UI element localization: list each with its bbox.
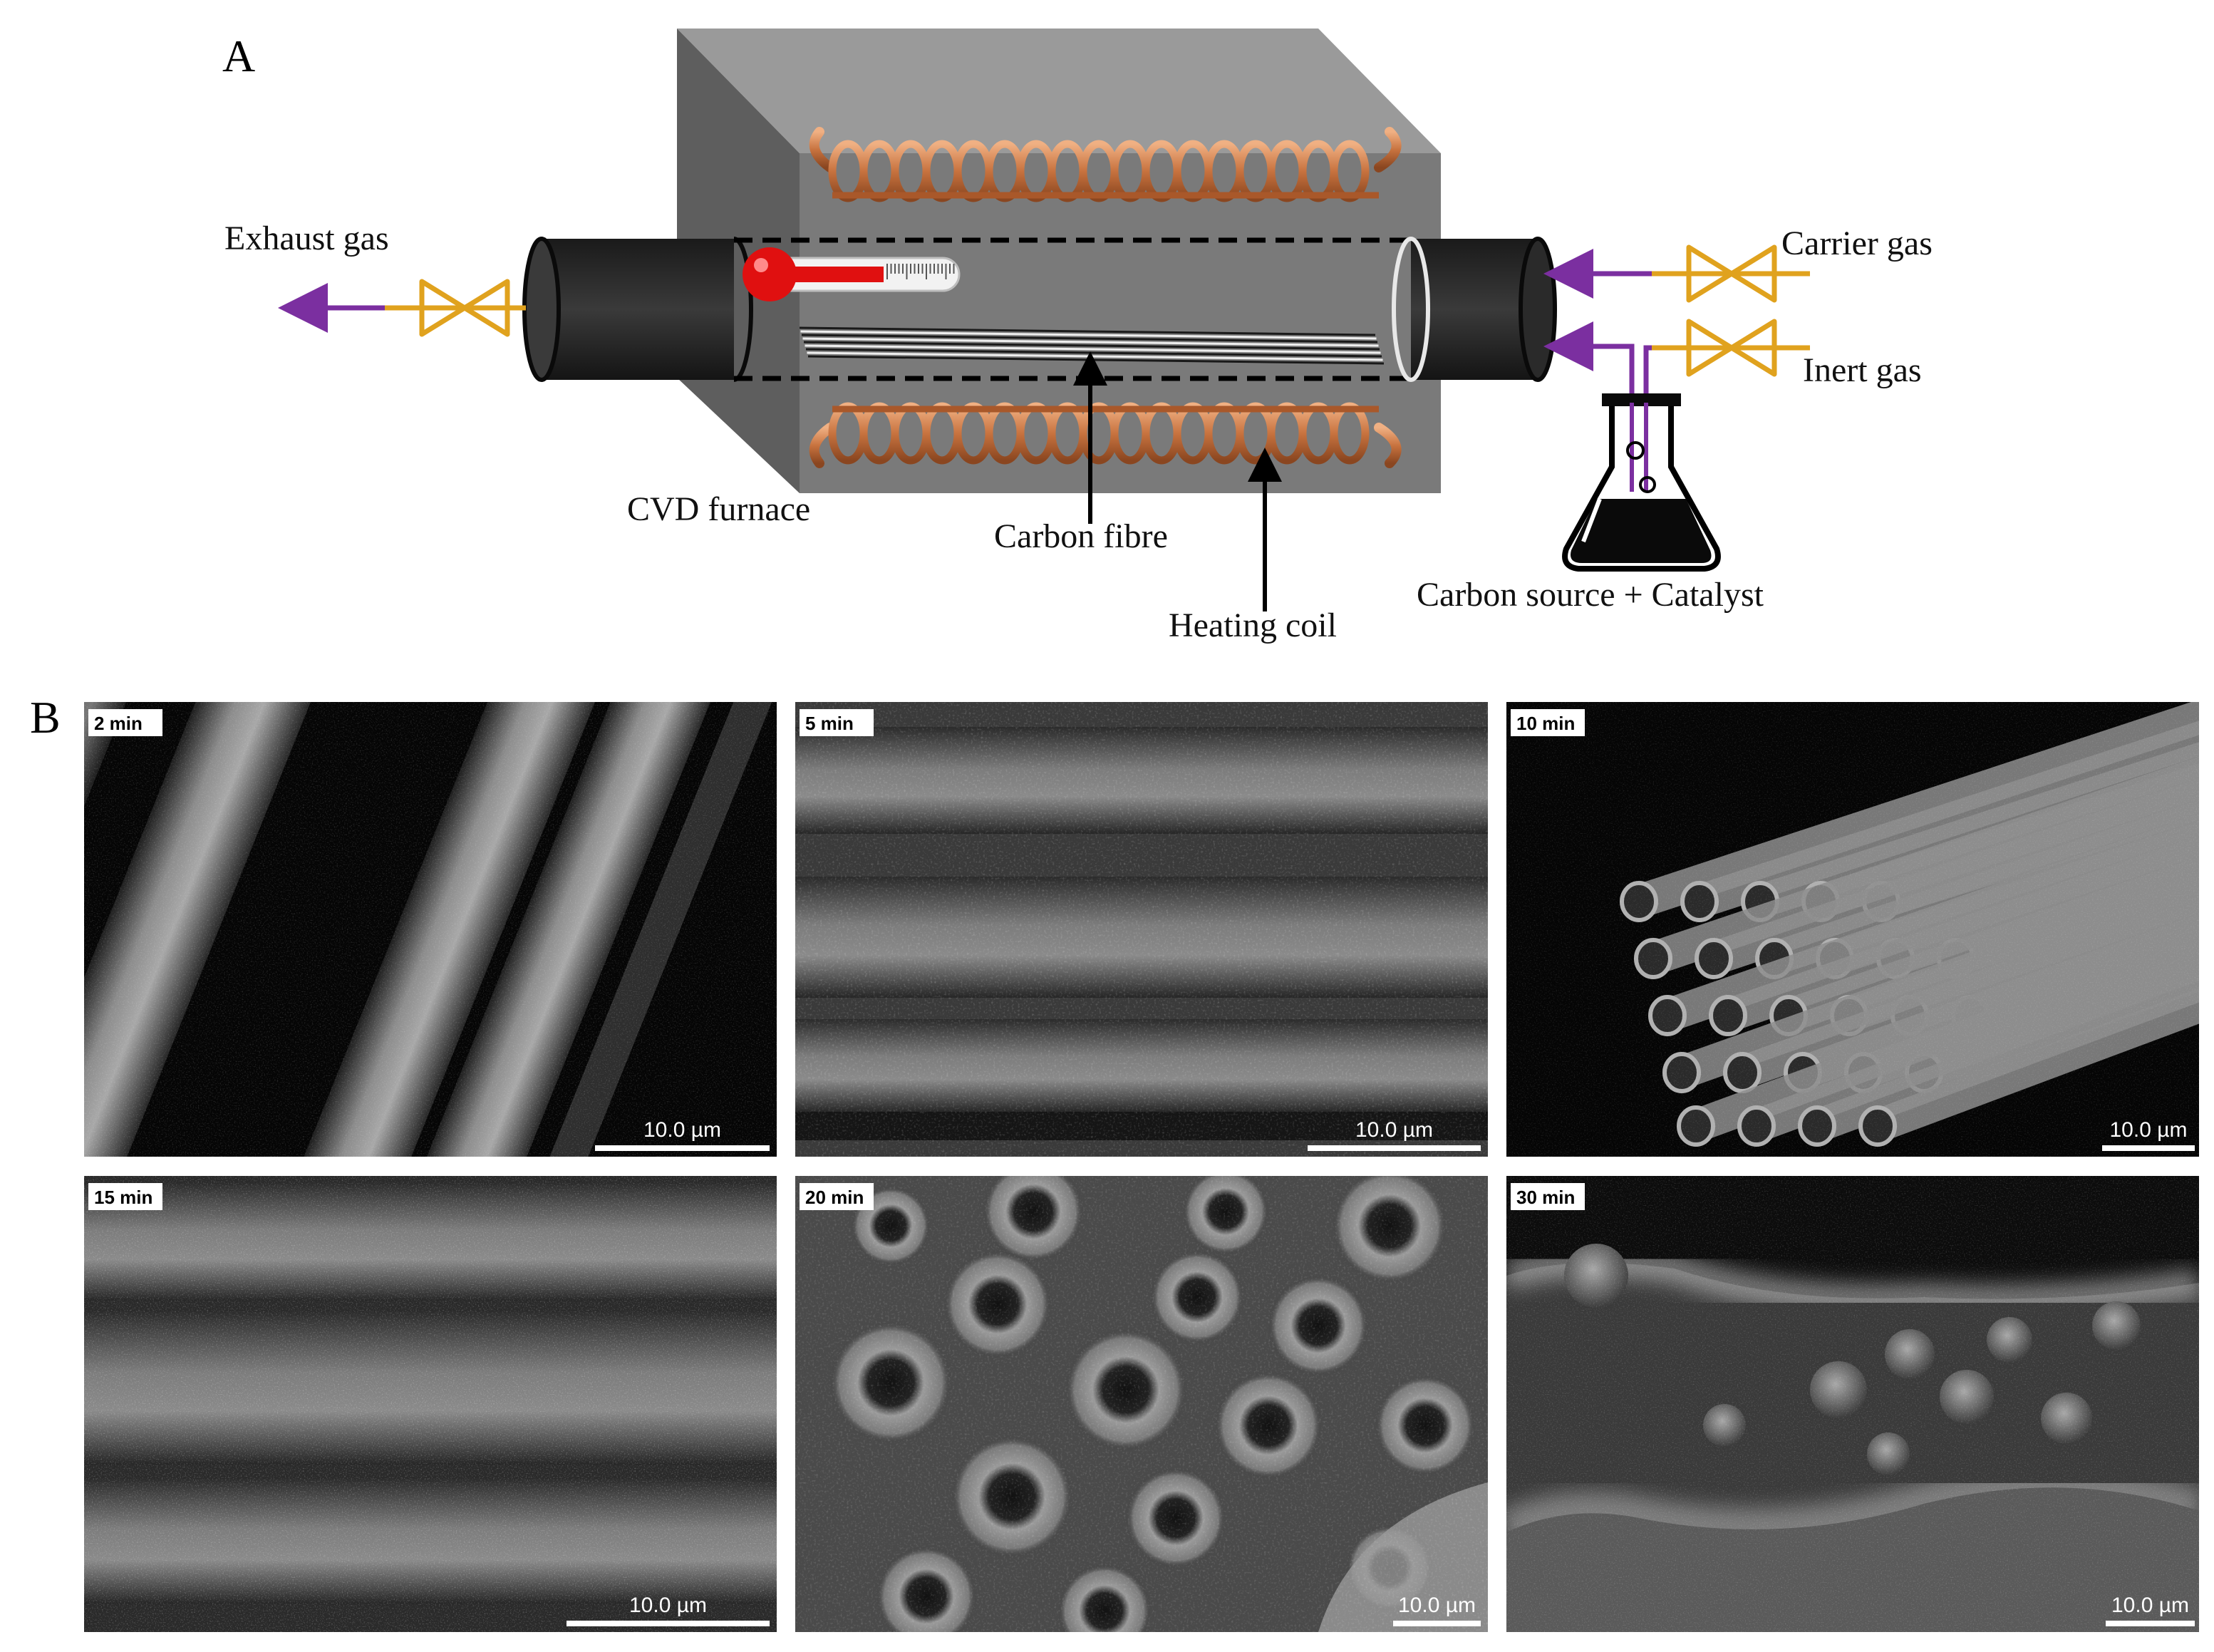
micrograph-30-min xyxy=(1506,1176,2199,1632)
micrograph-20-min xyxy=(795,1176,1488,1632)
flask-bubble-1 xyxy=(1626,441,1645,460)
scale-bar-label: 10.0 µm xyxy=(2111,1594,2189,1617)
inert-gas-label: Inert gas xyxy=(1803,351,1922,389)
surface-texture xyxy=(795,1176,1488,1632)
micrograph-time-tag: 30 min xyxy=(1511,1183,1585,1210)
exhaust-valve-icon xyxy=(419,279,510,337)
surface-texture xyxy=(795,702,1488,1157)
panel-b-label: B xyxy=(30,692,61,743)
time-tag-background xyxy=(88,709,162,736)
flask-bubble-2 xyxy=(1639,476,1656,493)
conical-flask-icon xyxy=(1562,393,1721,572)
time-tag-label: 2 min xyxy=(94,713,143,734)
scale-bar: 10.0 µm xyxy=(567,1594,770,1626)
time-tag-label: 5 min xyxy=(805,713,854,734)
thermometer-ticks xyxy=(886,264,955,279)
flask-stopper xyxy=(1602,393,1681,406)
surface-texture xyxy=(1506,702,2199,1157)
exhaust-gas-label: Exhaust gas xyxy=(224,220,389,257)
top-heating-coil xyxy=(809,127,1402,202)
scale-bar-line xyxy=(567,1621,770,1626)
coil-bottom-lead-right xyxy=(1374,423,1402,468)
inert-valve-icon xyxy=(1686,319,1777,377)
carbon-fibre-label: Carbon fibre xyxy=(994,517,1168,555)
time-tag-label: 15 min xyxy=(94,1187,152,1208)
fibre-strand xyxy=(800,330,1377,340)
inert-gas-line xyxy=(1543,319,1810,456)
micrograph-15-min xyxy=(84,1176,777,1632)
time-tag-background xyxy=(800,1183,874,1210)
flask-highlight xyxy=(1581,497,1602,543)
tube-right-inner-rim xyxy=(1392,237,1430,382)
carbon-source-label: Carbon source + Catalyst xyxy=(1417,576,1764,614)
micrograph-overlays: 2 min 10.0 µm 5 min 10.0 µm 10 min 10.0 µm 15 … xyxy=(88,709,2195,1626)
scale-bar: 10.0 µm xyxy=(1308,1118,1481,1151)
scale-bar-label: 10.0 µm xyxy=(2110,1118,2188,1142)
scale-bar-line xyxy=(595,1145,770,1151)
scale-bar-line xyxy=(1393,1621,1481,1626)
micrograph-time-tag: 5 min xyxy=(800,709,874,736)
flask-liquid xyxy=(1571,499,1712,563)
fibre-strand xyxy=(801,334,1378,344)
inert-feed xyxy=(1643,345,1652,399)
carrier-gas-label: Carrier gas xyxy=(1781,224,1933,262)
thermometer-bulb-highlight xyxy=(754,258,768,272)
coil-top-loops xyxy=(828,140,1379,202)
scale-bar-label: 10.0 µm xyxy=(1398,1594,1476,1617)
tube-right-end xyxy=(1519,237,1557,382)
heating-coil-label: Heating coil xyxy=(1169,606,1337,644)
time-tag-label: 20 min xyxy=(805,1187,864,1208)
thermometer-bulb xyxy=(743,247,797,301)
scale-bar: 10.0 µm xyxy=(1393,1594,1481,1626)
thermometer-mercury xyxy=(770,267,884,282)
time-tag-label: 10 min xyxy=(1516,713,1575,734)
micrograph-10-min xyxy=(1506,702,2199,1157)
exhaust-line xyxy=(278,279,526,337)
time-tag-label: 30 min xyxy=(1516,1187,1575,1208)
coil-bottom-loops xyxy=(828,402,1379,465)
time-tag-background xyxy=(88,1183,162,1210)
tube-right-segment xyxy=(1411,239,1538,380)
scale-bar-label: 10.0 µm xyxy=(1355,1118,1433,1142)
scale-bar-line xyxy=(2106,1621,2195,1626)
surface-texture xyxy=(84,1176,777,1632)
fibre-strand xyxy=(802,337,1379,347)
time-tag-background xyxy=(1511,1183,1585,1210)
time-tag-background xyxy=(800,709,874,736)
micrograph-5-min xyxy=(795,702,1488,1157)
scale-bar: 10.0 µm xyxy=(2102,1118,2195,1151)
coil-top-lead-right xyxy=(1374,127,1402,172)
scale-bar-label: 10.0 µm xyxy=(629,1594,707,1617)
scale-bar: 10.0 µm xyxy=(2106,1594,2195,1626)
panel-a-label: A xyxy=(222,31,255,81)
fibre-strand xyxy=(803,341,1380,351)
fibre-strand xyxy=(799,326,1376,336)
micrograph-2-min xyxy=(84,702,777,1157)
fibre-strand xyxy=(805,344,1381,354)
micrograph-time-tag: 2 min xyxy=(88,709,162,736)
tube-left-segment xyxy=(542,239,734,380)
cvd-furnace-label: CVD furnace xyxy=(627,490,810,528)
scale-bar-line xyxy=(2102,1145,2195,1151)
scale-bar: 10.0 µm xyxy=(595,1118,770,1151)
tube-left-rim xyxy=(733,237,753,382)
coil-top-lead-left xyxy=(809,127,835,172)
micrograph-time-tag: 20 min xyxy=(800,1183,874,1210)
thermometer-icon xyxy=(743,247,961,301)
time-tag-background xyxy=(1511,709,1585,736)
tube-left-end xyxy=(522,237,561,382)
scale-bar-label: 10.0 µm xyxy=(643,1118,721,1142)
carrier-valve-icon xyxy=(1686,244,1777,303)
coil-bottom-lead-left xyxy=(809,423,835,468)
carrier-gas-line xyxy=(1543,244,1810,303)
micrograph-time-tag: 10 min xyxy=(1511,709,1585,736)
scale-bar-line xyxy=(1308,1145,1481,1151)
micrograph-time-tag: 15 min xyxy=(88,1183,162,1210)
furnace-top-face xyxy=(677,29,1441,153)
bottom-heating-coil xyxy=(809,402,1402,468)
surface-texture xyxy=(1506,1176,2199,1632)
surface-texture xyxy=(84,702,777,1157)
